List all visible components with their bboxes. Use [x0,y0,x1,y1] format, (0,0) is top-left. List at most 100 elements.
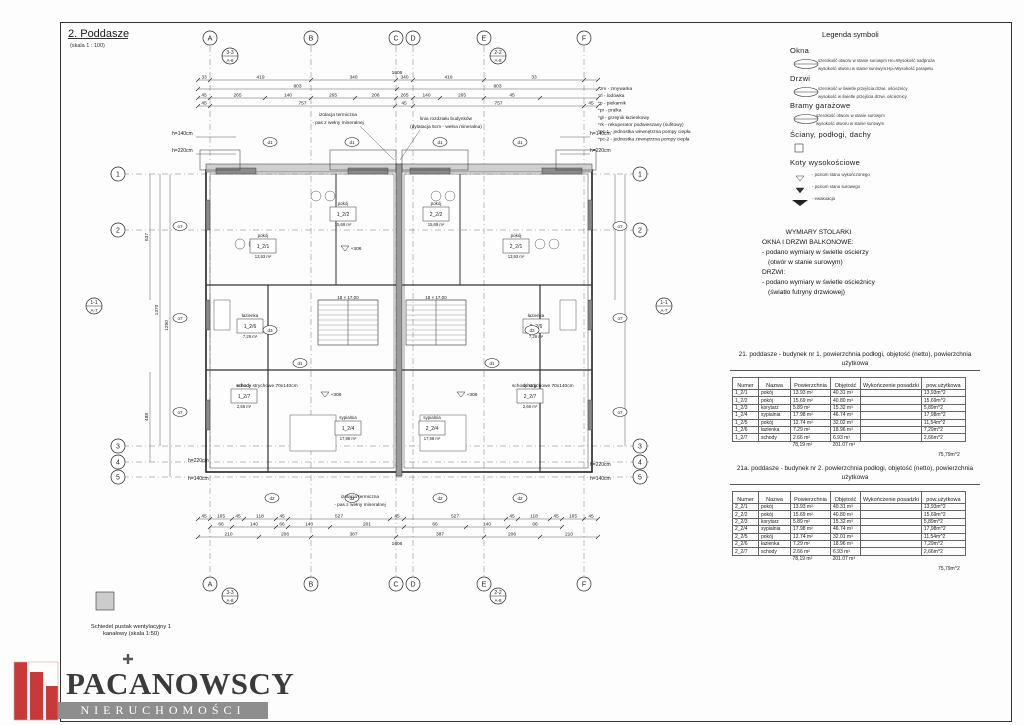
table-header: Objętość [830,491,861,504]
dimension-tick [207,77,213,83]
door-window-mark-label: d2 [349,496,355,501]
table-cell: 5,89m^2 [920,403,966,413]
vent-symbol [95,591,115,611]
height-note: h=220cm [172,148,193,154]
legend-heading: Bramy garażowe [790,101,851,110]
leader-line [359,125,395,161]
table-cell [860,517,922,527]
legend-heading: Okna [790,46,810,55]
room-name: pokój [511,233,522,238]
dimension-tick [207,95,213,101]
window [205,399,211,431]
table-cell: pokój [758,418,791,427]
room-tag [236,318,264,334]
table-cell: 2_2/4 [732,525,759,534]
axis-label: 3 [116,444,120,451]
table-cell: 2_2/5 [732,532,759,541]
legend-line: - poziom stanu surowego [812,184,861,189]
bathtub-symbol [559,299,577,331]
door-window-mark-label: o7 [177,316,183,321]
axis-bubble [576,576,592,592]
room-name: pokój [258,233,269,238]
table-cell: korytarz [758,403,791,413]
dimension-label: 210 [224,532,232,538]
table-cell: 7,29m^2 [920,425,966,435]
window [215,167,257,175]
window [347,167,389,175]
height-note: h=220cm [590,462,611,468]
door-window-mark [484,358,500,368]
axis-bubble [576,30,592,46]
axis-label: F [582,582,586,589]
door-window-mark-label: o7 [177,224,183,229]
room-tag [334,420,362,436]
dimension-tick [393,77,399,83]
table-cell [860,510,922,519]
dimension-label: 527 [451,514,459,520]
room-name: schody [523,383,538,388]
leader-line [399,129,421,161]
dimension-tick [481,95,487,101]
table-cell: 2_2/7 [732,547,759,556]
axis-bubble [632,166,648,182]
legend-heading: Koty wysokościowe [790,158,861,167]
level-mark-label: +306 [331,392,342,398]
section-mark-label: A-7 [90,308,98,313]
title-underline [68,38,128,39]
table-sum-cell [759,441,791,448]
dimension-tick [537,534,543,540]
table-header: Wykończenie posadzki [860,491,922,504]
legend-line: szerokość otworu w stanie surowym Hn=Wys… [818,58,935,63]
dimension-label: 387 [436,532,444,538]
level-mark-label: +306 [351,246,362,252]
table-cell: 40.31 m³ [830,502,861,512]
dimension-label: 45 [201,93,207,99]
dimension-label: 140 [284,93,292,99]
table-cell: 2.66 m² [790,547,831,556]
table-cell: pokój [758,388,791,398]
section-mark-label: A-8 [226,598,234,603]
door-window-mark [172,313,188,323]
table-cell [860,532,922,541]
legend-line: wysokość otworu w stanie surowym Hp=Wyso… [818,66,933,71]
table-sum-cell [861,555,922,562]
room-name: łazienka [242,313,259,318]
window [541,167,583,175]
dimension-label: 387 [349,532,357,538]
equipment-note: *rl - lodówka [598,93,625,99]
door-window-mark [264,493,280,503]
dimension-label: 803 [493,84,501,90]
dimension-tick [195,103,201,109]
axis-bubble [388,576,404,592]
dimension-label: 206 [508,532,516,538]
dimension-label: 45 [509,514,515,520]
table-cell: pokój [758,510,791,519]
dimension-label: 45 [394,514,400,520]
sheet-title: 2. Poddasze [68,28,130,40]
door-window-mark [612,407,628,417]
table-cell: 12.74 m² [790,532,831,541]
equipment-note: *p - piekarnik [598,100,627,106]
table-cell: 6.93 m³ [830,433,861,442]
level-mark-label: +306 [467,392,478,398]
table-cell: 1_2/5 [732,418,759,427]
bed-symbol [289,414,337,452]
axis-bubble [202,576,218,592]
dilatation-note: (dylatacja 5cm - wełna mineralna) [410,124,482,130]
table-cell [860,411,922,420]
table-cell [860,418,922,427]
table-cell: 46.74 m³ [830,411,861,420]
table-cell: 2.66 m² [790,433,831,442]
carpentry-line: (światło futryny drzwiowej) [768,289,845,296]
room-code: 1_2/1 [257,244,270,250]
room-area: 17,98 m² [424,436,441,441]
height-note: h=140cm [172,131,193,137]
room-area: 15,69 m² [428,222,445,227]
table-total-usable: 75,79m^2 [938,452,960,458]
wall-symbol [794,143,804,153]
